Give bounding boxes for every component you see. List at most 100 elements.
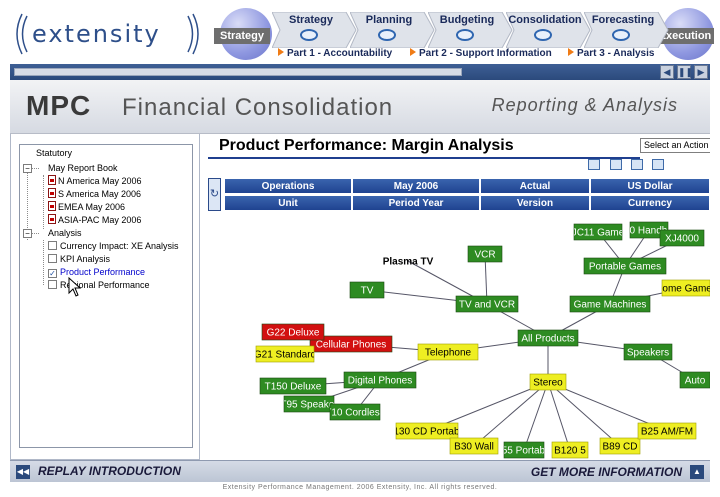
tree-node-t150[interactable]: T150 Deluxe <box>259 377 327 395</box>
report-checkbox[interactable] <box>48 254 57 263</box>
tree-node-b130[interactable]: B130 CD Portable <box>387 422 468 440</box>
report-checkbox[interactable] <box>48 241 57 250</box>
tree-node-g22[interactable]: G22 Deluxe <box>261 323 325 341</box>
app-subtitle: Financial Consolidation <box>122 94 394 121</box>
process-stages: Strategy Planning Budgeting Consolidatio… <box>272 12 669 48</box>
expand-up-icon[interactable]: ▲ <box>690 465 704 479</box>
report-checkbox[interactable] <box>48 280 57 289</box>
stage-planning[interactable]: Planning <box>350 12 435 48</box>
tree-node-vcr[interactable]: VCR <box>467 245 503 263</box>
tree-item-kpi-analysis[interactable]: KPI Analysis <box>48 253 110 265</box>
refresh-button[interactable]: ↻ <box>208 178 221 211</box>
stage-budgeting[interactable]: Budgeting <box>428 12 513 48</box>
rewind-icon[interactable]: ◀◀ <box>16 465 30 479</box>
action-select[interactable]: Select an Action <box>640 138 710 153</box>
window-icon[interactable] <box>652 159 664 170</box>
tree-node-box <box>679 371 710 389</box>
tree-node-t95[interactable]: T95 Speaker <box>280 395 338 413</box>
tree-node-gm[interactable]: Game Machines <box>569 295 651 313</box>
dimension-label-currency: Currency <box>590 195 710 211</box>
tree-node-stereo[interactable]: Stereo <box>529 373 567 391</box>
dimension-currency[interactable]: US Dollar <box>590 178 710 194</box>
tree-item-s-america[interactable]: S America May 2006 <box>48 188 141 200</box>
tree-edge <box>523 381 549 451</box>
dimension-period[interactable]: May 2006 <box>352 178 480 194</box>
tree-node-box <box>349 281 385 299</box>
tree-node-t10[interactable]: T10 Cordless <box>325 403 384 421</box>
tree-node-jc11[interactable]: JC11 Game <box>572 223 625 241</box>
pause-button[interactable]: ❚❚ <box>677 65 694 79</box>
tree-item-product-performance[interactable]: ✓Product Performance <box>48 267 146 278</box>
grid-view-icon[interactable] <box>610 159 622 170</box>
execution-endpoint[interactable]: Execution <box>656 28 714 44</box>
previous-button[interactable]: ◀ <box>660 65 674 79</box>
orange-arrow-icon <box>410 48 416 56</box>
tree-root[interactable]: Statutory <box>36 148 73 158</box>
pdf-document-icon <box>48 188 56 198</box>
stage-strategy[interactable]: Strategy <box>272 12 357 48</box>
tree-node-plasma[interactable]: Plasma TV <box>383 257 434 268</box>
stage-consolidation[interactable]: Consolidation <box>506 12 591 48</box>
tree-node-b89[interactable]: B89 CD <box>599 437 641 455</box>
tree-node-label: G21 Standard <box>254 350 316 361</box>
tree-node-b120[interactable]: B120 5 <box>551 441 589 459</box>
tree-group-analysis[interactable]: Analysis <box>48 228 82 238</box>
tree-node-box <box>329 403 381 421</box>
report-tree-panel: Statutory − May Report Book N America Ma… <box>10 134 200 460</box>
tree-node-label: T95 Speaker <box>280 400 338 411</box>
app-title: MPC <box>26 90 92 121</box>
top-banner: extensity Strategy Execution Strategy Pl… <box>0 0 720 64</box>
tree-node-all[interactable]: All Products <box>517 329 579 347</box>
tree-node-cell[interactable]: Cellular Phones <box>309 335 393 353</box>
dimension-operations[interactable]: Operations <box>224 178 352 194</box>
tree-node-label: B120 5 <box>554 446 586 457</box>
print-icon[interactable] <box>631 159 643 170</box>
tree-node-digi[interactable]: Digital Phones <box>343 371 417 389</box>
replay-introduction-link[interactable]: REPLAY INTRODUCTION <box>38 464 181 478</box>
tree-node-box <box>517 329 579 347</box>
tree-node-b30[interactable]: B30 Wall <box>449 437 499 455</box>
tree-node-b25[interactable]: B25 AM/FM <box>637 422 697 440</box>
tree-node-label: TV <box>361 286 374 297</box>
tree-node-g21[interactable]: G21 Standard <box>254 345 316 363</box>
collapse-toggle[interactable]: − <box>23 164 32 173</box>
next-button[interactable]: ▶ <box>694 65 708 79</box>
pdf-document-icon <box>48 201 56 211</box>
tree-item-asia-pac[interactable]: ASIA-PAC May 2006 <box>48 214 141 226</box>
process-parts: Part 1 - Accountability Part 2 - Support… <box>272 48 662 62</box>
tree-item-regional-performance[interactable]: Regional Performance <box>48 279 150 291</box>
tree-node-box <box>309 335 393 353</box>
tree-node-b55[interactable]: B55 Portable <box>495 441 553 459</box>
cycle-icon <box>612 29 630 41</box>
tree-node-auto[interactable]: Auto <box>679 371 710 389</box>
get-more-information-link[interactable]: GET MORE INFORMATION <box>530 465 682 479</box>
cycle-icon <box>378 29 396 41</box>
strategy-endpoint[interactable]: Strategy <box>214 28 270 44</box>
tree-group-may-report-book[interactable]: May Report Book <box>48 163 118 173</box>
tree-node-label: Home Games <box>655 284 710 295</box>
tree-node-box <box>255 345 315 363</box>
stage-forecasting[interactable]: Forecasting <box>584 12 669 48</box>
part-1-link[interactable]: Part 1 - Accountability <box>278 48 392 59</box>
tree-node-tel[interactable]: Telephone <box>417 343 479 361</box>
tree-item-emea[interactable]: EMEA May 2006 <box>48 201 125 213</box>
collapse-toggle[interactable]: − <box>23 229 32 238</box>
tree-node-pg[interactable]: Portable Games <box>583 257 667 275</box>
report-title: Product Performance: Margin Analysis <box>219 137 514 154</box>
progress-track[interactable] <box>14 68 462 76</box>
tree-item-n-america[interactable]: N America May 2006 <box>48 175 142 187</box>
dimension-scenario[interactable]: Actual <box>480 178 590 194</box>
part-3-link[interactable]: Part 3 - Analysis <box>568 48 654 59</box>
tree-node-label: Stereo <box>533 378 563 389</box>
tree-node-tv[interactable]: TV <box>349 281 385 299</box>
tree-node-xj[interactable]: XJ4000 <box>659 229 705 247</box>
tree-item-currency-impact[interactable]: Currency Impact: XE Analysis <box>48 240 179 252</box>
tree-node-hg[interactable]: Home Games <box>655 279 710 297</box>
dimension-label-period-year: Period Year <box>352 195 480 211</box>
chart-view-icon[interactable] <box>588 159 600 170</box>
tree-node-tvvcr[interactable]: TV and VCR <box>455 295 519 313</box>
report-checkbox-checked[interactable]: ✓ <box>48 269 57 278</box>
tree-node-spk[interactable]: Speakers <box>623 343 673 361</box>
part-2-link[interactable]: Part 2 - Support Information <box>410 48 552 59</box>
tree-node-label: B25 AM/FM <box>641 427 693 438</box>
